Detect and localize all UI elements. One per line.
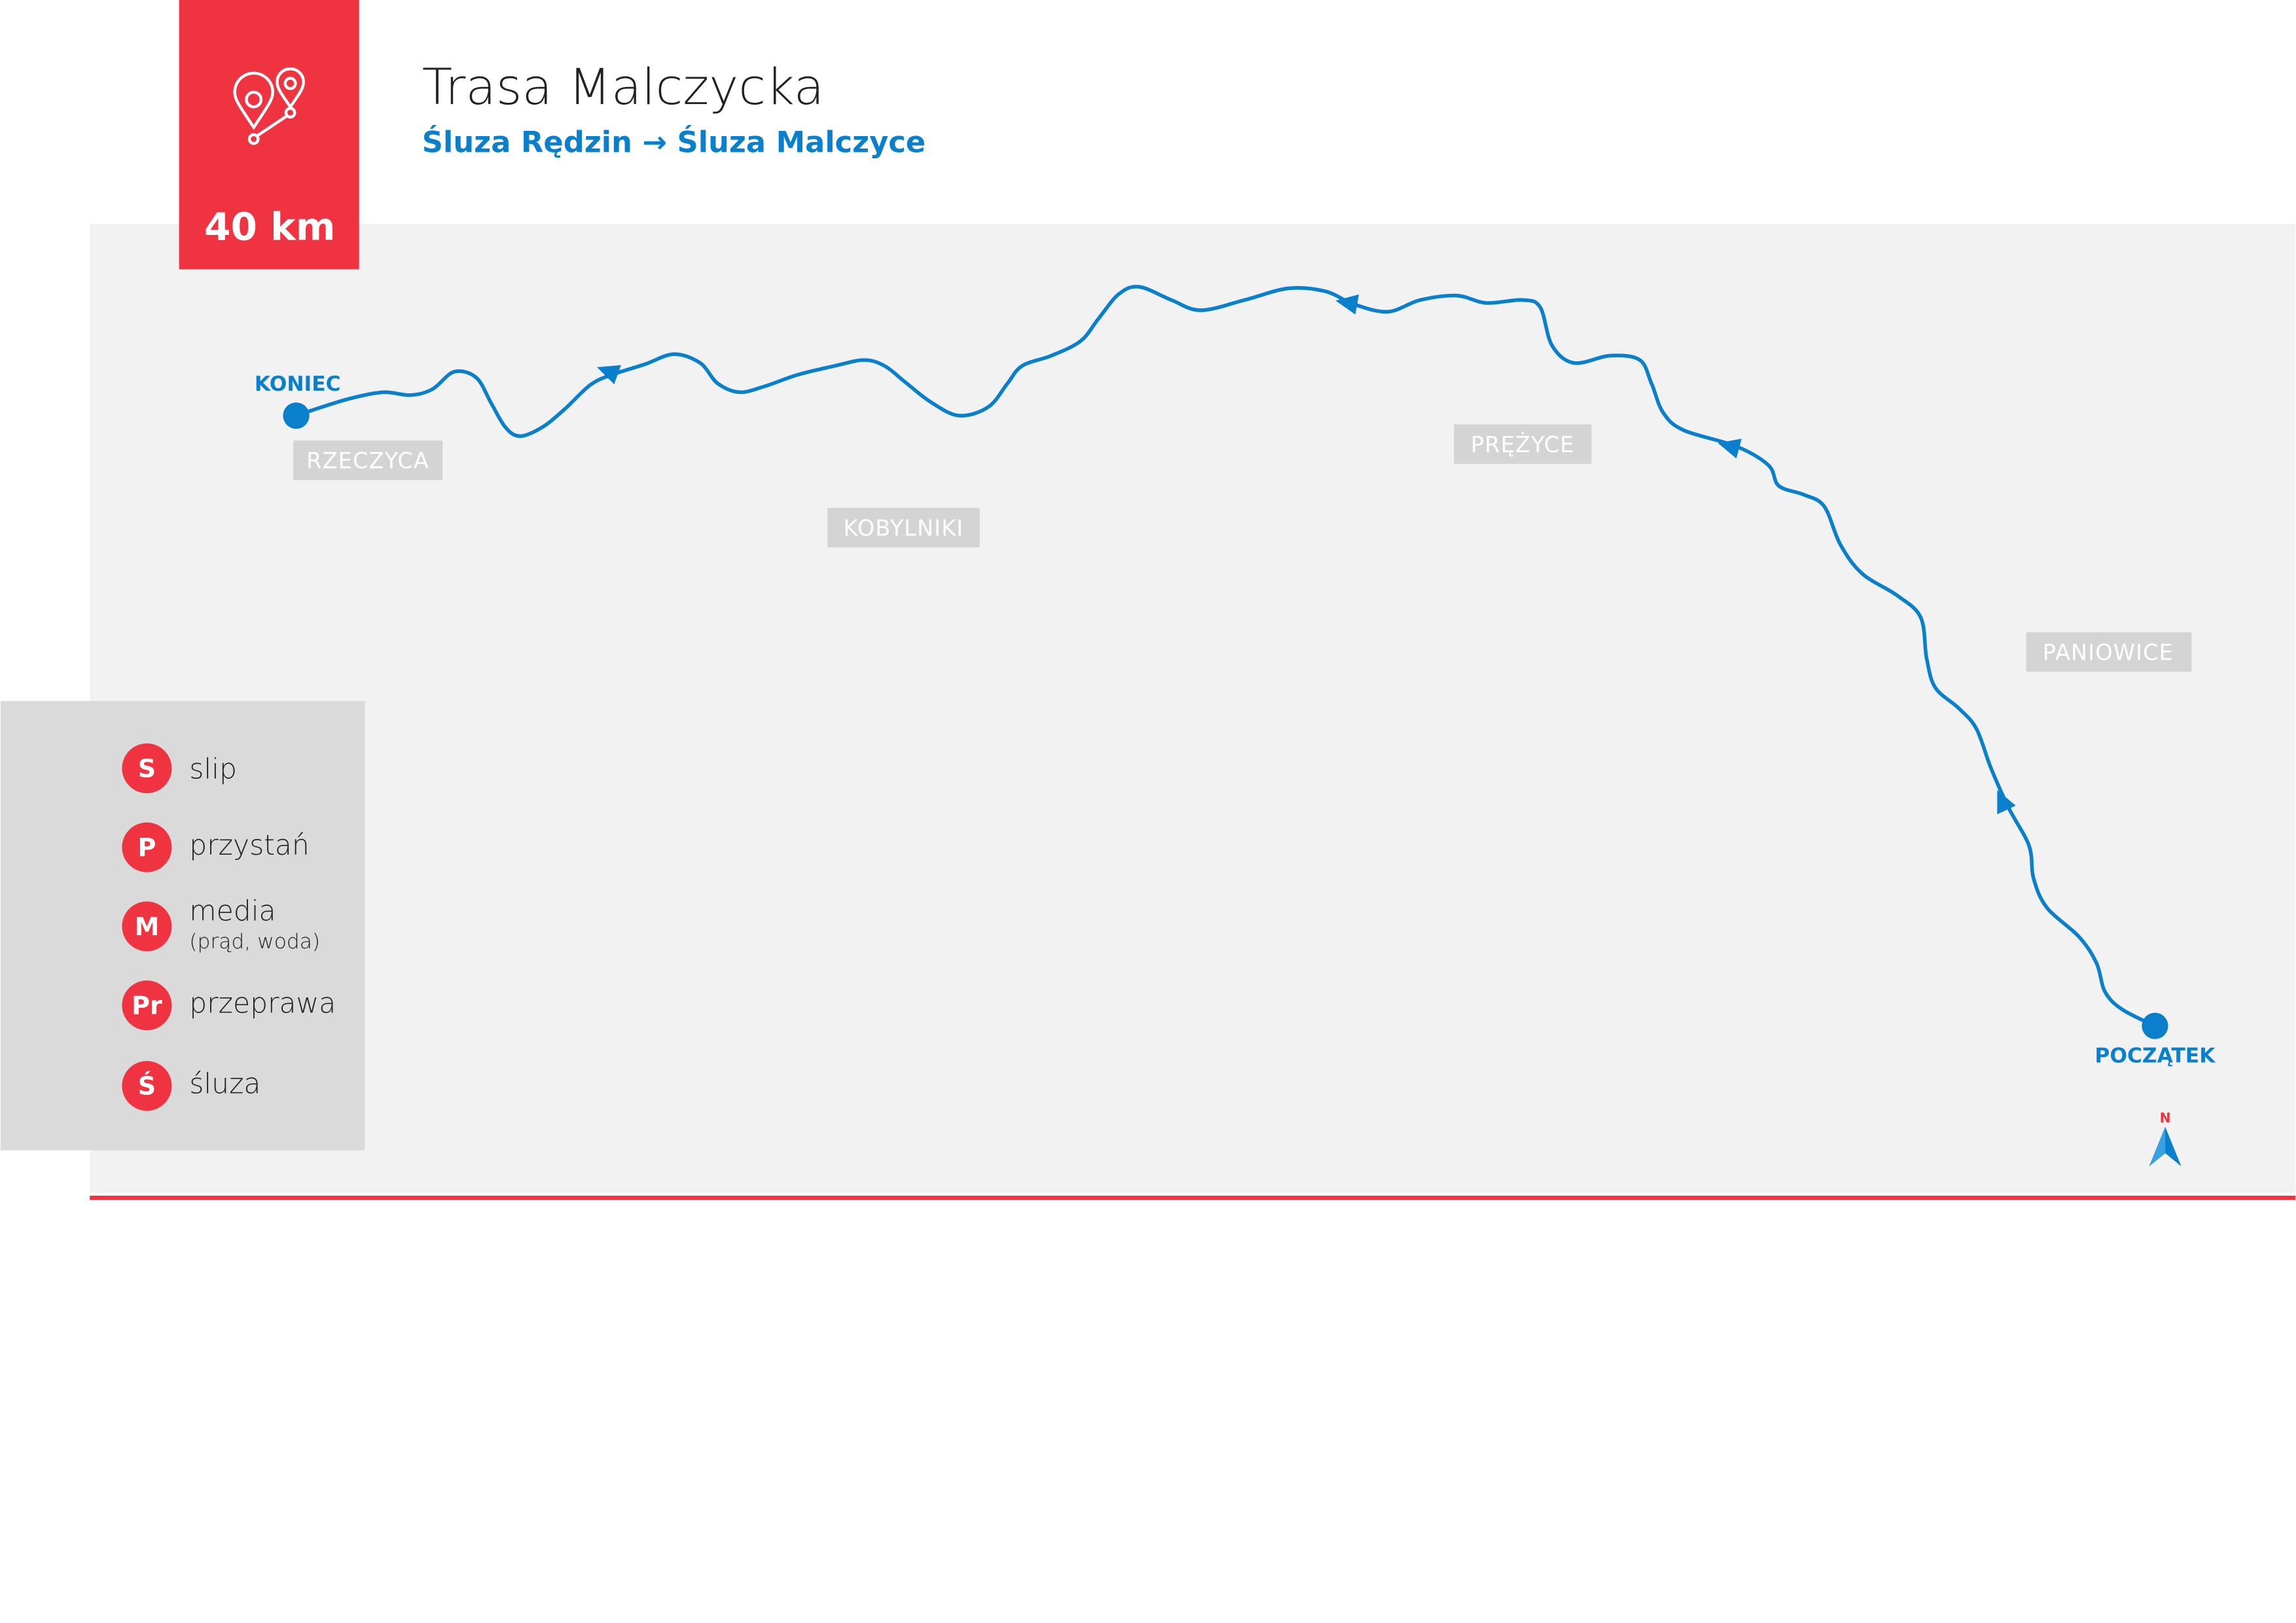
river-route <box>294 285 2157 1028</box>
svg-text:Pr: Pr <box>132 991 162 1020</box>
town-label-paniowice: PANIOWICE <box>2026 632 2192 672</box>
town-label-kobylniki: KOBYLNIKI <box>827 507 980 548</box>
svg-text:przystań: przystań <box>189 830 310 862</box>
svg-text:śluza: śluza <box>189 1068 260 1100</box>
lock-icon <box>122 1061 172 1111</box>
svg-text:przeprawa: przeprawa <box>189 988 336 1020</box>
distance-badge: 40 km <box>179 0 359 270</box>
svg-text:Ś: Ś <box>138 1072 156 1101</box>
legend-item-przeprawa: Pr przeprawa <box>122 980 336 1031</box>
legend: S slip P przystań M media (prąd, woda) P… <box>0 701 365 1150</box>
svg-text:P: P <box>137 833 156 862</box>
bottom-divider <box>90 1196 2296 1200</box>
svg-text:PANIOWICE: PANIOWICE <box>2043 640 2174 666</box>
direction-arrow-icon <box>1997 790 2016 815</box>
svg-text:KOBYLNIKI: KOBYLNIKI <box>844 515 964 541</box>
svg-text:N: N <box>2160 1110 2171 1126</box>
legend-item-slip: S slip <box>122 743 237 794</box>
route-pins-icon <box>233 67 305 145</box>
town-label-rzeczyca: RZECZYCA <box>293 440 443 480</box>
direction-arrow-icon <box>1717 438 1742 459</box>
legend-item-przystan: P przystań <box>122 822 310 872</box>
start-label: POCZĄTEK <box>2095 1044 2217 1068</box>
direction-arrow-icon <box>597 365 622 385</box>
svg-text:(prąd, woda): (prąd, woda) <box>189 930 320 954</box>
map-panel <box>90 224 2296 1193</box>
svg-text:S: S <box>138 754 156 783</box>
svg-text:RZECZYCA: RZECZYCA <box>306 448 429 474</box>
svg-text:slip: slip <box>189 754 237 786</box>
ferry-icon <box>122 980 172 1031</box>
distance-value: 40 km <box>204 205 335 249</box>
harbor-icon <box>122 822 172 872</box>
start-marker[interactable] <box>2142 1012 2168 1039</box>
direction-arrow-icon <box>1335 294 1359 315</box>
svg-text:media: media <box>189 896 276 928</box>
north-arrow-icon: N <box>2149 1110 2181 1167</box>
end-marker[interactable] <box>283 402 310 429</box>
svg-text:M: M <box>134 912 159 941</box>
route-subtitle: Śluza Rędzin → Śluza Malczyce <box>422 125 925 160</box>
legend-item-media: M media (prąd, woda) <box>122 896 320 954</box>
end-label: KONIEC <box>255 372 341 396</box>
slip-icon <box>122 743 172 794</box>
route-title: Trasa Malczycka <box>422 58 824 116</box>
legend-item-sluza: Ś śluza <box>122 1061 260 1111</box>
svg-text:PRĘŻYCE: PRĘŻYCE <box>1471 432 1575 457</box>
utilities-icon <box>122 901 172 952</box>
town-label-prezyce: PRĘŻYCE <box>1454 424 1592 464</box>
